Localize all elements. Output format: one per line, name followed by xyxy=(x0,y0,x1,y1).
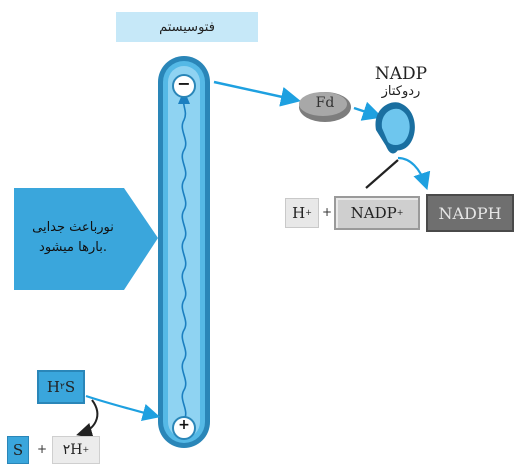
electron-arrow-to-fd xyxy=(213,80,301,107)
callout-line1: نورباعث جدایی xyxy=(32,220,114,235)
plus-sign: + xyxy=(178,417,190,433)
h2s-subscript: ۲ xyxy=(59,382,65,392)
sulfur-box: S xyxy=(7,436,29,464)
nadph-output-arrow xyxy=(397,156,431,191)
ferredoxin-label: Fd xyxy=(315,95,335,111)
ferredoxin-shape xyxy=(299,92,351,122)
two-h-box: ۲H+ xyxy=(52,436,100,464)
donor-plus: + xyxy=(37,442,48,456)
nadph-label: NADPH xyxy=(438,203,502,223)
nadp-box: NADP+ xyxy=(334,196,420,230)
nadp-label: NADP xyxy=(350,204,397,222)
enzyme-label-top: NADP xyxy=(374,64,428,84)
callout-text: نورباعث جدایی بارها میشود. xyxy=(18,218,128,258)
nadp-input-line xyxy=(365,159,399,189)
light-callout-shape xyxy=(14,188,158,290)
nadph-box: NADPH xyxy=(426,194,514,232)
h-ion-label: H xyxy=(292,204,306,222)
negative-charge xyxy=(172,74,196,98)
photosystem-label: فتوسیستم xyxy=(116,12,258,42)
sulfur-label: S xyxy=(12,441,24,459)
oxidation-arrow xyxy=(76,399,99,439)
h2s-h: H xyxy=(46,378,60,396)
two-h-label: ۲H xyxy=(62,442,83,458)
nadp-reductase-enzyme xyxy=(375,102,415,154)
h2s-s: S xyxy=(64,378,76,396)
minus-sign: − xyxy=(177,74,191,93)
electron-arrow-to-enzyme xyxy=(353,101,383,121)
energy-wave xyxy=(181,99,187,421)
products-plus: + xyxy=(322,205,333,219)
photosystem-membrane xyxy=(158,56,210,448)
callout-line2: بارها میشود. xyxy=(39,240,107,255)
positive-charge xyxy=(172,416,196,440)
electron-donor-arrow xyxy=(85,394,161,422)
enzyme-label-bottom: ردوکتاز xyxy=(381,84,421,99)
h-ion-box: H+ xyxy=(285,198,319,228)
